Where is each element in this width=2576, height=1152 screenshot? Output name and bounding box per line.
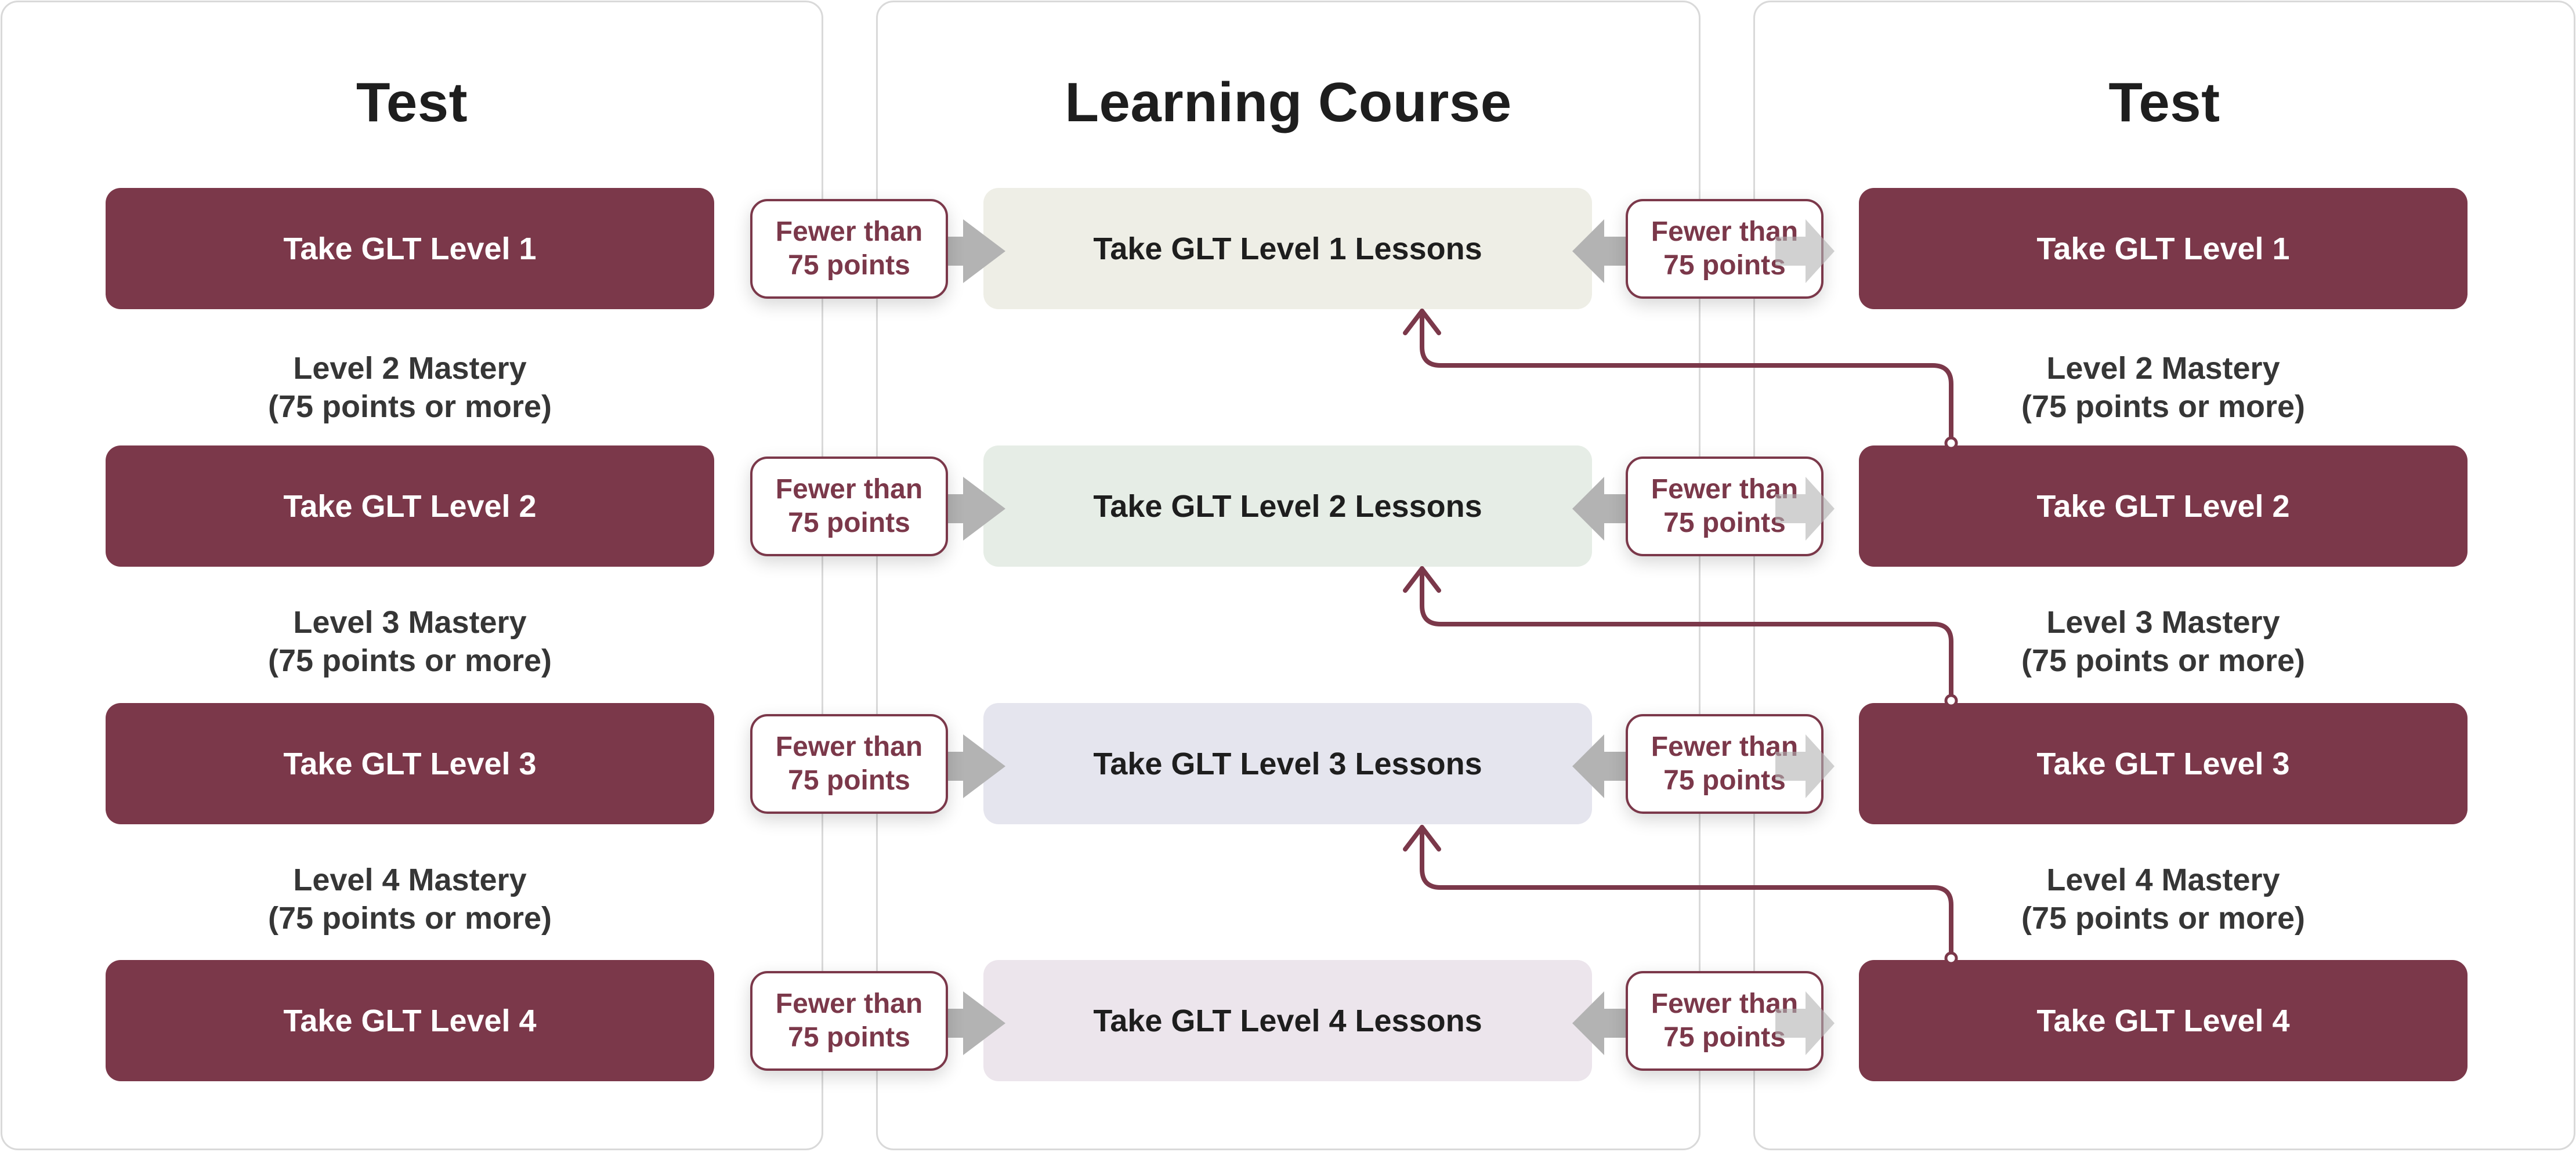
- pill-line-1: Fewer than: [1651, 731, 1799, 762]
- pill-line-1: Fewer than: [775, 731, 923, 762]
- gray-left-arrow-icon: [1572, 991, 1636, 1055]
- pill-line-1: Fewer than: [775, 474, 923, 505]
- gray-left-arrow-icon: [1572, 219, 1636, 283]
- right-mastery-level-2: Level 2 Mastery (75 points or more): [1859, 349, 2468, 426]
- left-test-level-3[interactable]: Take GLT Level 3: [106, 703, 714, 824]
- lesson-level-1[interactable]: Take GLT Level 1 Lessons: [983, 188, 1592, 309]
- mastery-title: Level 4 Mastery: [293, 863, 527, 897]
- left-fail-pill-level-1: Fewer than 75 points: [750, 199, 948, 299]
- lesson-level-3[interactable]: Take GLT Level 3 Lessons: [983, 703, 1592, 824]
- left-mastery-level-3: Level 3 Mastery (75 points or more): [106, 603, 714, 680]
- mastery-threshold: (75 points or more): [267, 389, 552, 424]
- gray-right-arrow-icon: [928, 219, 1005, 283]
- right-mastery-level-4: Level 4 Mastery (75 points or more): [1859, 861, 2468, 937]
- pill-line-2: 75 points: [1663, 508, 1786, 538]
- pill-line-1: Fewer than: [1651, 988, 1799, 1019]
- left-fail-pill-level-4: Fewer than 75 points: [750, 971, 948, 1071]
- pill-line-2: 75 points: [1663, 765, 1786, 796]
- right-test-level-3[interactable]: Take GLT Level 3: [1859, 703, 2468, 824]
- pill-line-1: Fewer than: [1651, 474, 1799, 505]
- pill-line-1: Fewer than: [1651, 216, 1799, 247]
- left-mastery-level-4: Level 4 Mastery (75 points or more): [106, 861, 714, 937]
- mastery-threshold: (75 points or more): [2021, 901, 2306, 936]
- lesson-level-2[interactable]: Take GLT Level 2 Lessons: [983, 445, 1592, 567]
- pill-line-1: Fewer than: [775, 988, 923, 1019]
- mastery-threshold: (75 points or more): [2021, 389, 2306, 424]
- right-test-level-1[interactable]: Take GLT Level 1: [1859, 188, 2468, 309]
- pill-line-2: 75 points: [1663, 250, 1786, 281]
- mastery-threshold: (75 points or more): [267, 643, 552, 678]
- pill-line-2: 75 points: [788, 508, 910, 538]
- left-mastery-level-2: Level 2 Mastery (75 points or more): [106, 349, 714, 426]
- gray-right-arrow-icon: [1775, 991, 1835, 1055]
- right-column-title: Test: [2108, 71, 2220, 133]
- gray-left-arrow-icon: [1572, 734, 1636, 798]
- mastery-title: Level 4 Mastery: [2046, 863, 2280, 897]
- right-test-level-4[interactable]: Take GLT Level 4: [1859, 960, 2468, 1081]
- gray-right-arrow-icon: [1775, 734, 1835, 798]
- mastery-title: Level 2 Mastery: [293, 351, 527, 386]
- left-test-level-4[interactable]: Take GLT Level 4: [106, 960, 714, 1081]
- left-column-title: Test: [356, 71, 468, 133]
- gray-right-arrow-icon: [928, 991, 1005, 1055]
- left-test-level-2[interactable]: Take GLT Level 2: [106, 445, 714, 567]
- right-test-level-2[interactable]: Take GLT Level 2: [1859, 445, 2468, 567]
- right-fail-pill-level-4: Fewer than 75 points: [1626, 971, 1824, 1071]
- mastery-title: Level 2 Mastery: [2046, 351, 2280, 386]
- mastery-title: Level 3 Mastery: [293, 605, 527, 640]
- gray-left-arrow-icon: [1572, 477, 1636, 541]
- pill-line-2: 75 points: [788, 250, 910, 281]
- gray-right-arrow-icon: [928, 477, 1005, 541]
- pill-line-2: 75 points: [788, 1022, 910, 1053]
- pill-line-1: Fewer than: [775, 216, 923, 247]
- right-mastery-level-3: Level 3 Mastery (75 points or more): [1859, 603, 2468, 680]
- pill-line-2: 75 points: [1663, 1022, 1786, 1053]
- lesson-level-4[interactable]: Take GLT Level 4 Lessons: [983, 960, 1592, 1081]
- left-test-level-1[interactable]: Take GLT Level 1: [106, 188, 714, 309]
- gray-right-arrow-icon: [1775, 477, 1835, 541]
- gray-right-arrow-icon: [1775, 219, 1835, 283]
- left-fail-pill-level-2: Fewer than 75 points: [750, 457, 948, 556]
- pill-line-2: 75 points: [788, 765, 910, 796]
- gray-right-arrow-icon: [928, 734, 1005, 798]
- mastery-threshold: (75 points or more): [267, 901, 552, 936]
- mastery-threshold: (75 points or more): [2021, 643, 2306, 678]
- right-fail-pill-level-1: Fewer than 75 points: [1626, 199, 1824, 299]
- left-fail-pill-level-3: Fewer than 75 points: [750, 714, 948, 814]
- mastery-title: Level 3 Mastery: [2046, 605, 2280, 640]
- middle-column-title: Learning Course: [1065, 71, 1512, 133]
